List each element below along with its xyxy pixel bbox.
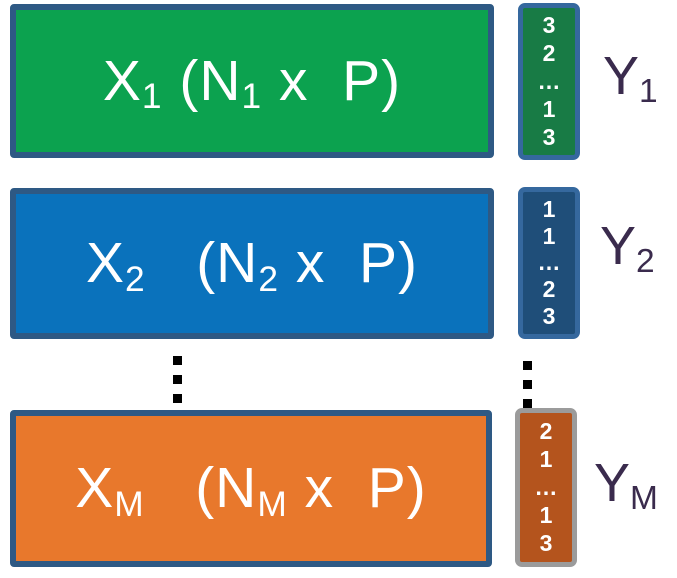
- vector-y2-ellipsis: …: [537, 249, 561, 276]
- xm-gap: [145, 456, 196, 520]
- matrix-block-x1: X1 (N1 x P): [10, 4, 494, 158]
- vector-y1: 3 2 … 1 3: [518, 3, 580, 160]
- vector-y2-value: 3: [542, 303, 556, 330]
- vector-y1-value: 1: [542, 95, 556, 122]
- vertical-ellipsis-right-icon: [523, 356, 532, 413]
- x1-symbol: X: [102, 48, 142, 113]
- x2-dims-close: x P): [279, 231, 419, 295]
- x1-gap: [163, 49, 180, 113]
- matrix-block-xm: XM (NM x P): [10, 410, 492, 567]
- matrix-block-x2: X2 (N2 x P): [10, 188, 494, 339]
- vector-ym: 2 1 … 1 3: [515, 408, 577, 567]
- label-y1: Y1: [603, 46, 658, 109]
- xm-dims-subscript: M: [257, 484, 288, 524]
- vector-y1-value: 2: [542, 40, 556, 67]
- y1-subscript: 1: [639, 73, 658, 111]
- ellipsis-dot: [523, 380, 532, 389]
- y2-subscript: 2: [636, 243, 655, 281]
- ellipsis-dot: [173, 375, 182, 384]
- x1-dims-subscript: 1: [241, 77, 263, 117]
- vector-ym-value: 3: [539, 530, 553, 557]
- x1-subscript: 1: [141, 77, 163, 117]
- y1-symbol: Y: [603, 46, 640, 106]
- xm-dims-close: x P): [287, 456, 427, 520]
- vector-ym-ellipsis: …: [534, 473, 558, 500]
- vector-y1-ellipsis: …: [537, 67, 561, 94]
- x2-symbol: X: [85, 231, 126, 295]
- x1-dims-open: (N: [179, 48, 242, 113]
- x2-dims-subscript: 2: [258, 259, 279, 299]
- x2-gap: [146, 231, 197, 295]
- vector-y2-value: 2: [542, 276, 556, 303]
- vector-y2-value: 1: [542, 222, 556, 249]
- vertical-ellipsis-left-icon: [173, 351, 182, 408]
- vector-y2: 1 1 … 2 3: [518, 187, 580, 339]
- vector-y2-value: 1: [542, 195, 556, 222]
- vector-y1-value: 3: [542, 12, 556, 39]
- ellipsis-dot: [523, 361, 532, 370]
- vector-ym-value: 2: [539, 417, 553, 444]
- ellipsis-dot: [173, 394, 182, 403]
- y2-symbol: Y: [600, 216, 637, 276]
- matrix-x2-label: X2 (N2 x P): [86, 235, 418, 297]
- vector-y1-value: 3: [542, 123, 556, 150]
- x2-dims-open: (N: [196, 231, 259, 295]
- matrix-xm-label: XM (NM x P): [75, 460, 427, 522]
- label-ym: YM: [594, 453, 658, 516]
- ym-symbol: Y: [594, 453, 631, 513]
- matrix-x1-label: X1 (N1 x P): [103, 52, 401, 114]
- x1-dims-close: x P): [262, 48, 402, 113]
- ym-subscript: M: [630, 480, 658, 518]
- label-y2: Y2: [600, 216, 655, 279]
- xm-subscript: M: [114, 484, 145, 524]
- vector-ym-value: 1: [539, 445, 553, 472]
- ellipsis-dot: [523, 399, 532, 408]
- vector-ym-value: 1: [539, 502, 553, 529]
- xm-symbol: X: [75, 456, 115, 520]
- xm-dims-open: (N: [195, 456, 258, 520]
- x2-subscript: 2: [125, 259, 146, 299]
- ellipsis-dot: [173, 356, 182, 365]
